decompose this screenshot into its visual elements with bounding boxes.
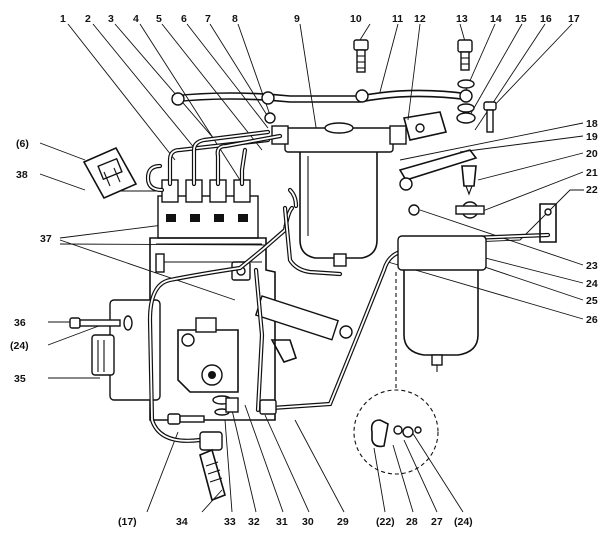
callout-labels: 1 2 3 4 5 6 7 8 9 10 11 12 13 14 15 16 1… xyxy=(10,13,598,528)
callout-37: 37 xyxy=(40,233,52,245)
callout-1: 1 xyxy=(60,13,66,25)
callout-19: 19 xyxy=(586,131,598,143)
callout-18: 18 xyxy=(586,118,598,130)
callout-25: 25 xyxy=(586,295,598,307)
callout-22-ref: (22) xyxy=(376,516,395,528)
fuel-filter-bowl xyxy=(271,122,407,267)
callout-38: 38 xyxy=(16,169,28,181)
callout-26: 26 xyxy=(586,314,598,326)
sedimenter xyxy=(353,235,487,475)
callout-24: 24 xyxy=(586,278,598,290)
callout-14: 14 xyxy=(490,13,502,25)
callout-24-ref-b: (24) xyxy=(454,516,473,528)
callout-12: 12 xyxy=(414,13,426,25)
callout-21: 21 xyxy=(586,167,598,179)
callout-7: 7 xyxy=(205,13,211,25)
callout-17-ref: (17) xyxy=(118,516,137,528)
callout-6-ref: (6) xyxy=(16,138,29,150)
fuel-pipes xyxy=(145,129,551,443)
injection-pump xyxy=(91,179,353,421)
callout-9: 9 xyxy=(294,13,300,25)
callout-3: 3 xyxy=(108,13,114,25)
callout-10: 10 xyxy=(350,13,362,25)
callout-31: 31 xyxy=(276,516,288,528)
callout-8: 8 xyxy=(232,13,238,25)
mounting-bar xyxy=(171,89,473,141)
callout-29: 29 xyxy=(337,516,349,528)
callout-35: 35 xyxy=(14,373,26,385)
fasteners xyxy=(69,39,557,502)
callout-22: 22 xyxy=(586,184,598,196)
callout-34: 34 xyxy=(176,516,188,528)
callout-11: 11 xyxy=(392,13,403,25)
callout-20: 20 xyxy=(586,148,598,160)
callout-16: 16 xyxy=(540,13,552,25)
callout-15: 15 xyxy=(515,13,527,25)
callout-27: 27 xyxy=(431,516,443,528)
callout-32: 32 xyxy=(248,516,260,528)
callout-13: 13 xyxy=(456,13,468,25)
callout-36: 36 xyxy=(14,317,26,329)
callout-17: 17 xyxy=(568,13,580,25)
callout-33: 33 xyxy=(224,516,236,528)
callout-6: 6 xyxy=(181,13,187,25)
clip-inset xyxy=(82,146,138,200)
callout-4: 4 xyxy=(133,13,139,25)
callout-2: 2 xyxy=(85,13,91,25)
callout-28: 28 xyxy=(406,516,418,528)
callout-5: 5 xyxy=(156,13,162,25)
callout-30: 30 xyxy=(302,516,314,528)
callout-24-ref: (24) xyxy=(10,340,29,352)
leader-lines xyxy=(39,23,584,513)
callout-23: 23 xyxy=(586,260,598,272)
